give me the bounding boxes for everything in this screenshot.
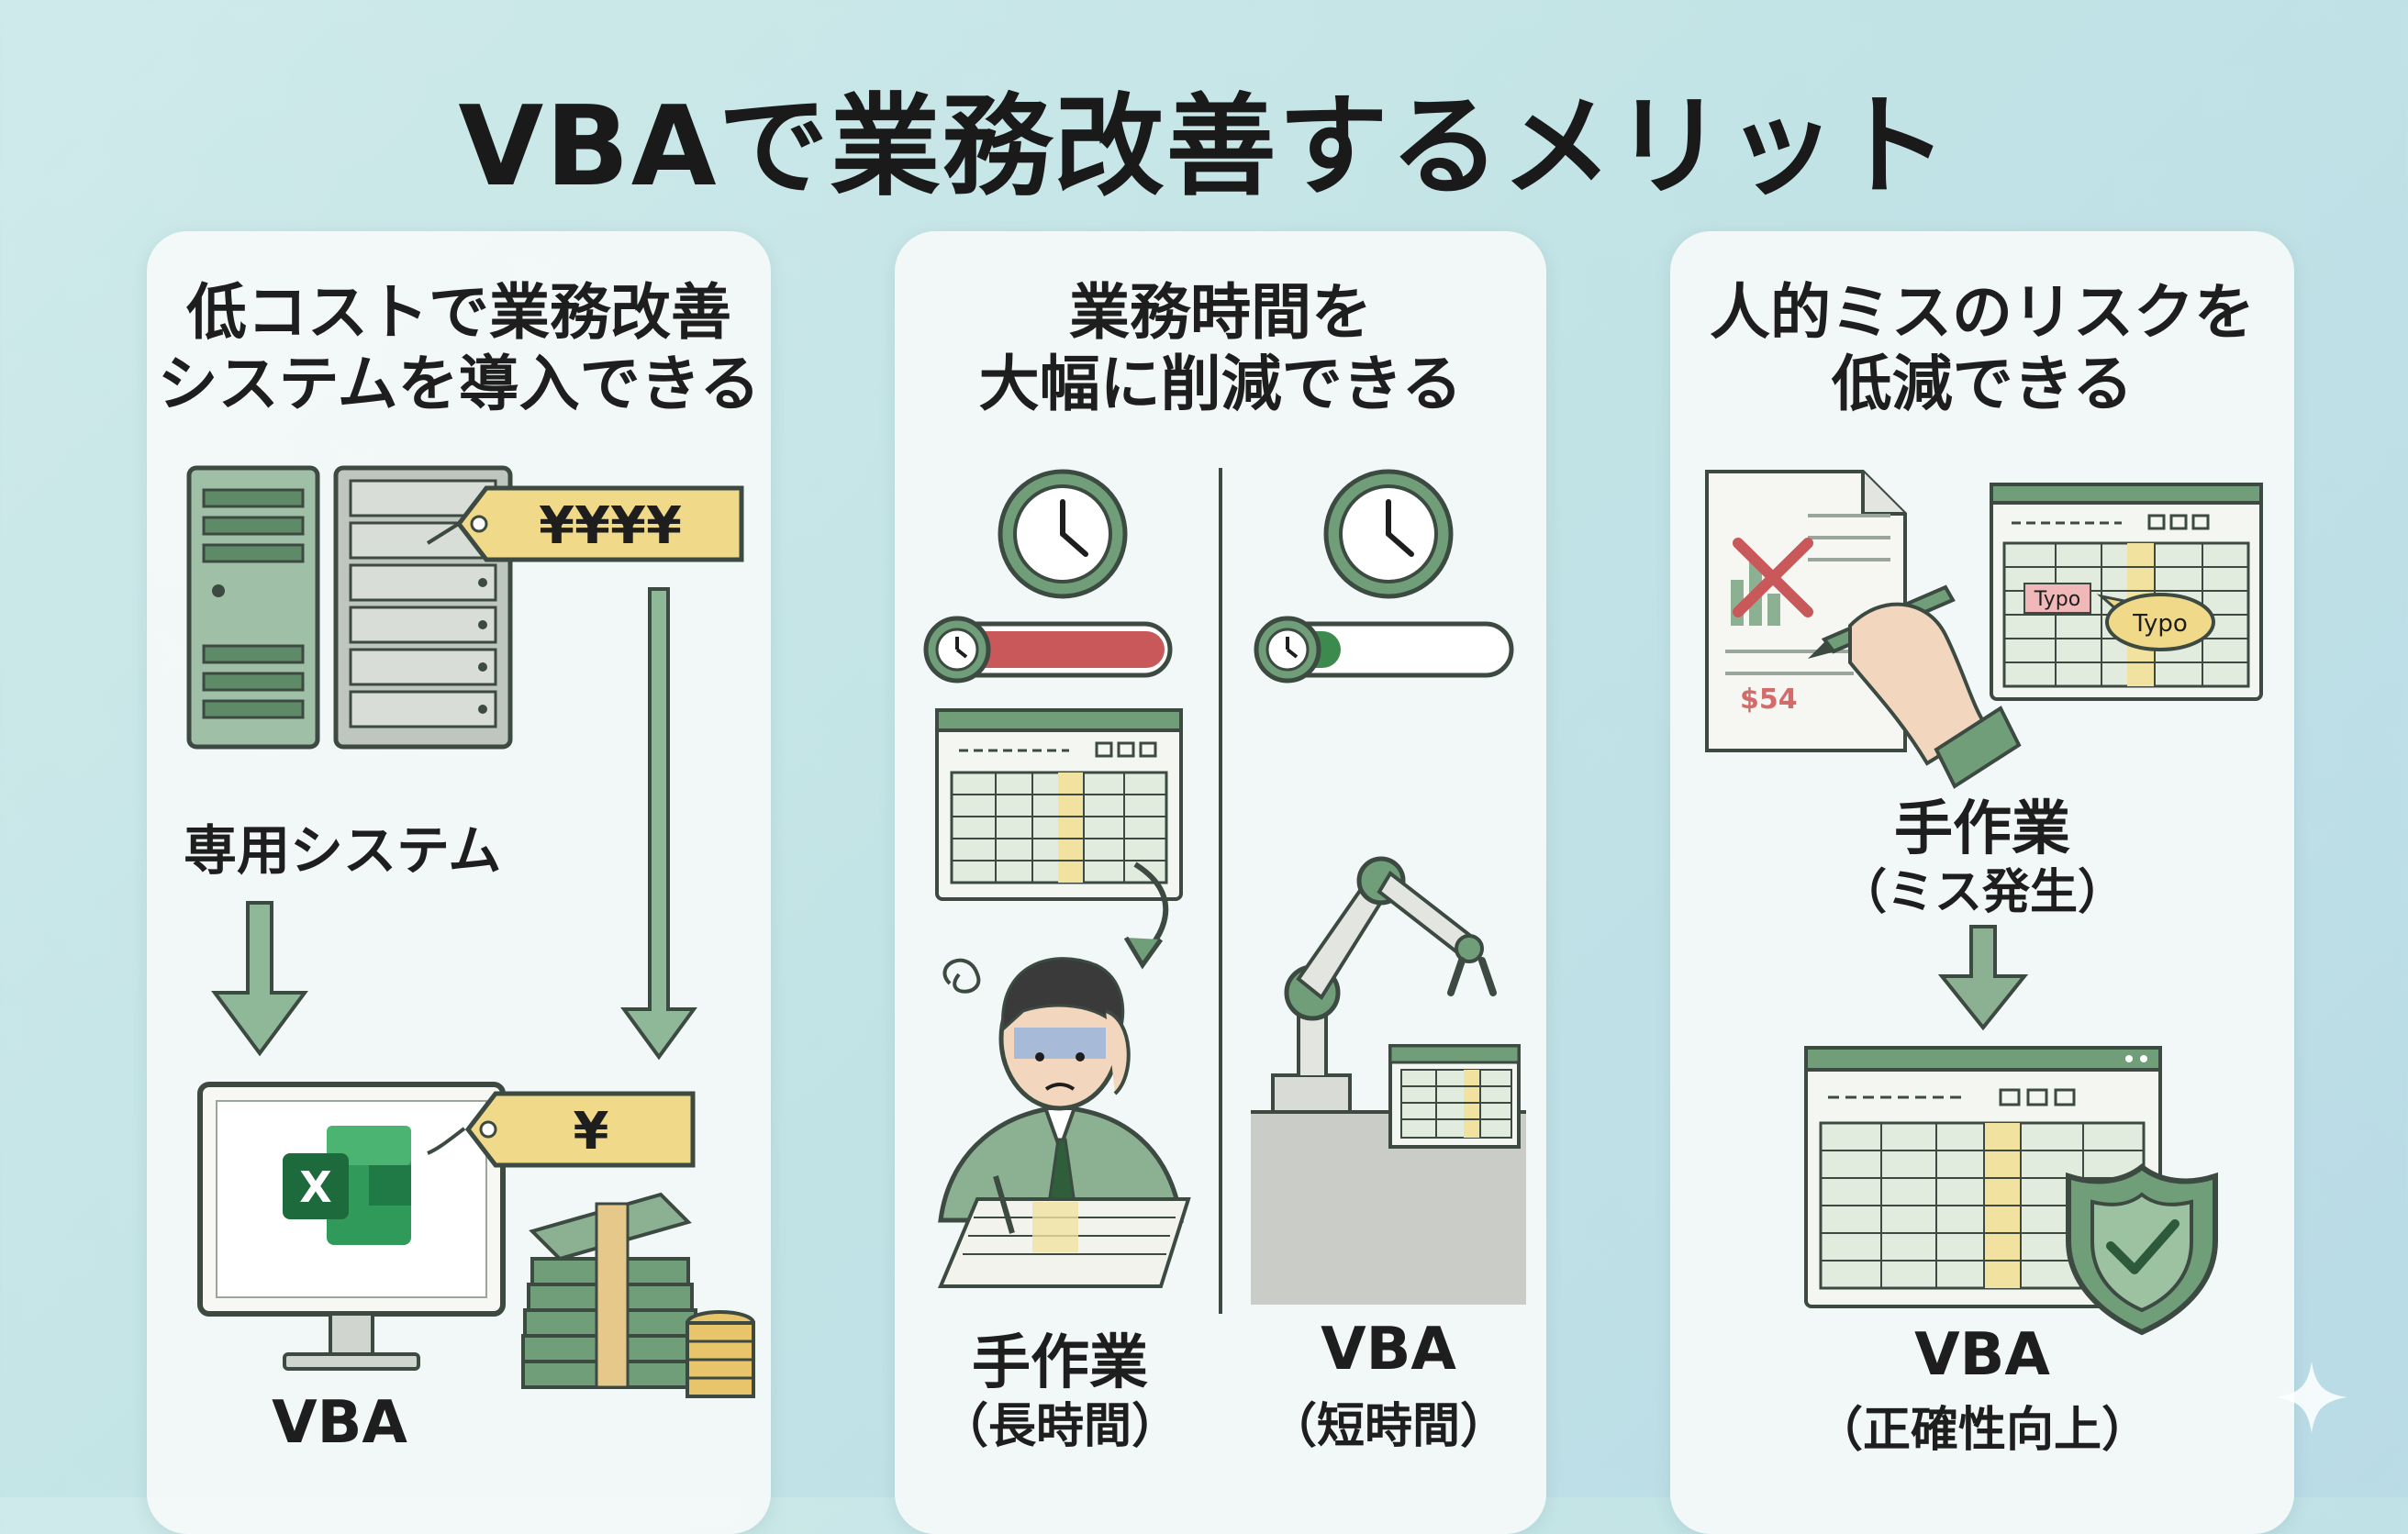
- cross-mark-icon: [1733, 538, 1813, 617]
- clock-icon: [1323, 469, 1454, 599]
- doc-amount-text: $54: [1740, 684, 1798, 716]
- error-reduction-illustration: $54: [1705, 470, 2263, 1336]
- spreadsheet-window-icon: [1388, 1044, 1521, 1149]
- speech-bubble-icon: Typo: [2096, 593, 2215, 651]
- panel-heading-line2: 大幅に削減できる: [978, 349, 1463, 419]
- coin-stack-icon: [686, 1310, 755, 1398]
- panel-heading-line2: システムを導入できる: [157, 349, 761, 419]
- panel-heading-line2: 低減できる: [1831, 349, 2134, 419]
- label-manual: 手作業: [1894, 795, 2070, 863]
- spreadsheet-window-icon: [935, 708, 1183, 901]
- stressed-worker-icon: [938, 957, 1184, 1223]
- panel-heading-line1: 業務時間を: [1069, 277, 1372, 348]
- label-vba: VBA: [272, 1389, 407, 1457]
- typo-bubble-text: Typo: [2132, 610, 2188, 638]
- arrow-down-icon: [620, 587, 697, 1061]
- sparkle-icon: [2276, 1362, 2347, 1433]
- spreadsheet-window-icon: Typo: [1990, 483, 2263, 701]
- label-vba: VBA: [1321, 1316, 1456, 1384]
- hand-pen-icon: [1808, 584, 2022, 789]
- arrow-down-icon: [211, 901, 308, 1057]
- panel-error-reduction: 人的ミスのリスクを 低減できる $54: [1670, 231, 2294, 1534]
- panel-heading-line1: 人的ミスのリスクを: [1710, 277, 2255, 348]
- clock-icon: [998, 469, 1128, 599]
- label-manual: 手作業: [972, 1329, 1148, 1397]
- label-manual-sub: （長時間）: [940, 1399, 1179, 1454]
- excel-icon: X: [283, 1126, 411, 1245]
- money-stack-icon: [521, 1192, 699, 1389]
- label-dedicated-system: 専用システム: [184, 819, 502, 882]
- paper-sheet-icon: [937, 1175, 1191, 1288]
- low-cost-illustration: ¥¥¥¥ X ¥: [186, 465, 755, 1398]
- server-tower-icon: [186, 465, 320, 750]
- short-time-bar: [1254, 616, 1514, 684]
- price-tag-high-icon: ¥¥¥¥: [426, 485, 744, 562]
- long-time-bar: [923, 616, 1173, 684]
- label-vba-sub: （短時間）: [1268, 1399, 1508, 1454]
- shield-check-icon: [2066, 1163, 2218, 1336]
- price-tag-high-text: ¥¥¥¥: [539, 496, 682, 556]
- panel-heading-line1: 低コストで業務改善: [186, 277, 731, 348]
- label-manual-sub: （ミス発生）: [1838, 865, 2125, 920]
- page-title: VBAで業務改善するメリット: [458, 83, 1950, 211]
- price-tag-low-icon: ¥: [427, 1091, 696, 1168]
- price-tag-low-text: ¥: [574, 1102, 609, 1162]
- time-reduction-illustration: [923, 468, 1526, 1314]
- panel-time-reduction: 業務時間を 大幅に削減できる: [895, 231, 1546, 1534]
- arrow-down-icon: [1937, 925, 2029, 1031]
- excel-icon-letter: X: [299, 1162, 331, 1212]
- typo-label: Typo: [2034, 588, 2080, 611]
- label-vba-sub: （正確性向上）: [1814, 1403, 2149, 1458]
- panel-low-cost: 低コストで業務改善 システムを導入できる: [147, 231, 771, 1534]
- label-vba: VBA: [1914, 1321, 2050, 1389]
